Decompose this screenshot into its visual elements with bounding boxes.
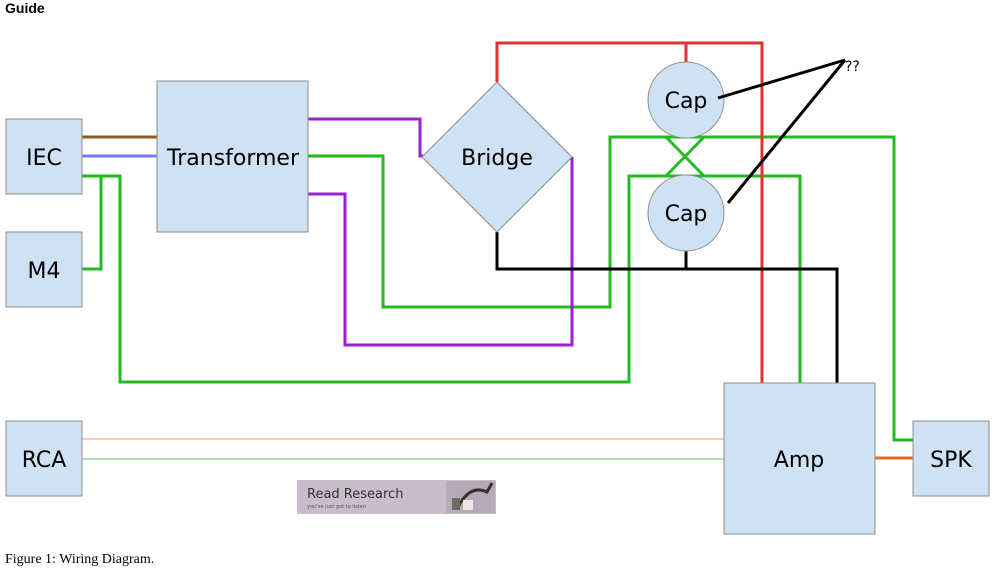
iec-label: IEC <box>26 146 62 171</box>
annotation-line-2 <box>726 59 847 204</box>
node-spk: SPK <box>912 420 990 497</box>
banner-title: Read Research <box>307 487 403 502</box>
node-cap-bottom: Cap <box>647 174 725 252</box>
annotation-text: ?? <box>845 59 860 75</box>
headphones-icon <box>456 482 494 508</box>
wire-red <box>495 41 764 383</box>
figure-caption: Figure 1: Wiring Diagram. <box>5 552 155 567</box>
node-iec: IEC <box>5 118 83 195</box>
node-transformer: Transformer <box>156 80 309 233</box>
wire-green-cross-2 <box>664 135 706 178</box>
wire-green-transformer <box>308 135 913 442</box>
cap-top-label: Cap <box>665 89 708 114</box>
read-research-banner: Read Research you've just got to listen <box>297 480 496 514</box>
node-bridge: Bridge <box>421 81 573 233</box>
wire-green-earth <box>101 174 802 384</box>
spk-label: SPK <box>930 448 972 473</box>
node-cap-top: Cap <box>647 61 725 139</box>
node-m4: M4 <box>5 231 83 308</box>
annotation-line-1 <box>717 58 846 100</box>
wire-black <box>495 232 839 383</box>
m4-label: M4 <box>28 259 61 284</box>
amp-label: Amp <box>774 448 824 473</box>
banner-tagline: you've just got to listen <box>307 504 366 510</box>
rca-label: RCA <box>22 448 67 473</box>
bridge-label: Bridge <box>461 146 533 171</box>
cap-bottom-label: Cap <box>665 202 708 227</box>
wire-purple-2 <box>308 157 574 347</box>
page-heading: Guide <box>5 0 45 16</box>
wire-purple-1 <box>308 117 425 158</box>
wire-green-iec-m4 <box>82 174 103 271</box>
transformer-label: Transformer <box>166 146 300 171</box>
node-amp: Amp <box>723 382 876 535</box>
node-rca: RCA <box>5 420 83 497</box>
